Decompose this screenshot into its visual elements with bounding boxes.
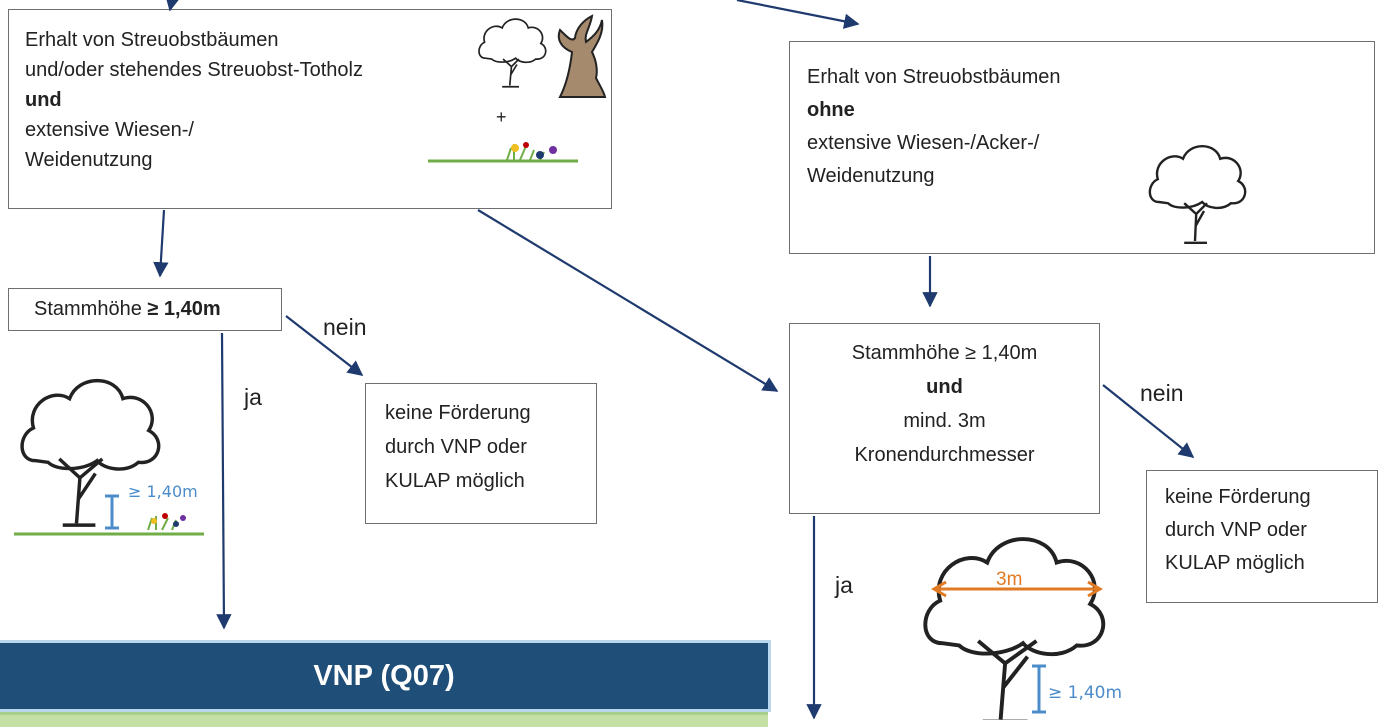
arrow-top-left (165, 0, 181, 12)
arrow-nein-right (1102, 384, 1195, 458)
box-erhalt-ohne-nutzung (789, 41, 1375, 254)
diameter-marker (931, 580, 1103, 598)
box-left-line1: Erhalt von Streuobstbäumen (25, 29, 279, 51)
meadow-icon-left (147, 513, 186, 531)
arrow-left-box-to-stamm (153, 209, 169, 278)
no-funding-right-line2: durch VNP oder (1165, 519, 1307, 541)
stamm-right-line2: und (926, 376, 963, 398)
box-stammhoehe-right (789, 323, 1100, 514)
deadwood-icon (557, 14, 607, 98)
tree-icon-small (478, 18, 547, 88)
box-left-line5: Weidenutzung (25, 149, 153, 171)
vnp-title: VNP (Q07) (313, 659, 455, 692)
box-left-line2: und/oder stehendes Streuobst-Totholz (25, 59, 363, 81)
label-ja-right: ja (835, 572, 853, 598)
stamm-right-line1: Stammhöhe ≥ 1,40m (851, 342, 1038, 364)
box-left-line3: und (25, 89, 62, 111)
box-right-line2: ohne (807, 99, 855, 121)
stamm-right-line4: Kronendurchmesser (854, 444, 1035, 466)
stamm-left-value: ≥ 1,40m (147, 298, 221, 320)
no-funding-left-line1: keine Förderung (385, 402, 531, 424)
plus-sign: + (496, 107, 507, 127)
arrow-nein-left (285, 315, 364, 376)
stamm-right-line3: mind. 3m (903, 410, 986, 432)
box-right-line1: Erhalt von Streuobstbäumen (807, 66, 1061, 88)
no-funding-right-line1: keine Förderung (1165, 486, 1311, 508)
arrow-ja-left (216, 332, 232, 630)
box-left-line4: extensive Wiesen-/ (25, 119, 194, 141)
tree-left-height-label: ≥ 1,40m (128, 482, 198, 501)
meadow-icon-box (428, 142, 578, 163)
stamm-left-prefix: Stammhöhe (34, 298, 148, 320)
vnp-q07-header: VNP (Q07) (0, 643, 768, 709)
no-funding-right-line3: KULAP möglich (1165, 552, 1305, 574)
no-funding-left-line2: durch VNP oder (385, 436, 527, 458)
box-keine-foerderung-left (365, 383, 597, 524)
label-nein-right: nein (1140, 380, 1184, 406)
arrow-left-box-to-stamm-right (477, 209, 779, 392)
height-marker-left (105, 494, 119, 530)
tree-icon-right-box (1148, 145, 1247, 245)
height-marker-right (1032, 664, 1046, 714)
label-nein-left: nein (323, 314, 367, 340)
stamm-left-text: Stammhöhe ≥ 1,40m (34, 294, 221, 324)
box-right-line3: extensive Wiesen-/Acker-/ (807, 132, 1040, 154)
label-ja-left: ja (244, 384, 262, 410)
box-stammhoehe-left (8, 288, 282, 331)
arrow-top-right (736, 0, 860, 29)
no-funding-left-line3: KULAP möglich (385, 470, 525, 492)
box-right-line4: Weidenutzung (807, 165, 935, 187)
box-keine-foerderung-right (1146, 470, 1378, 603)
arrows (153, 0, 1195, 720)
tree-right-diameter-label: 3m (996, 569, 1022, 590)
tree-icon-height-left (20, 378, 161, 527)
tree-right-height-label: ≥ 1,40m (1048, 683, 1122, 703)
